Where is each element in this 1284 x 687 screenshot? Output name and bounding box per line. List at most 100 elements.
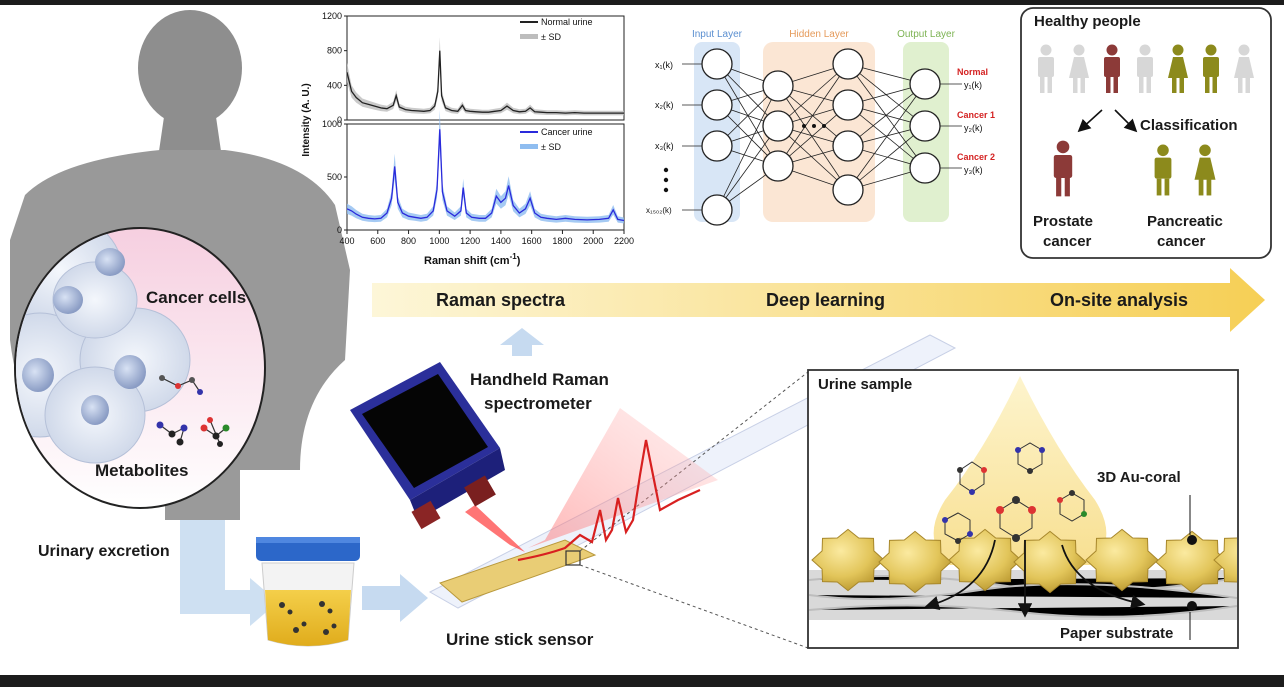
- neural-network-diagram: Input Layer Hidden Layer Output Layer x₁…: [646, 29, 995, 226]
- person-body: [1194, 157, 1216, 180]
- y-tick-label: 0: [337, 115, 342, 125]
- prostate-patient-icon: [1053, 140, 1073, 197]
- chart-bottom-frame: [346, 123, 625, 231]
- person-body: [1234, 57, 1254, 78]
- pancreatic-patient-icon: [1154, 144, 1172, 196]
- person-leg: [1205, 77, 1210, 93]
- person-leg: [1146, 77, 1151, 93]
- legend-cancer-sd-swatch: [520, 144, 538, 149]
- x-tick-label: 1800: [552, 236, 572, 246]
- au-coral-particle: [948, 528, 1022, 592]
- input-label-xn: x₁₅₀₂(k): [646, 206, 672, 215]
- person-leg: [1164, 178, 1170, 196]
- output-layer-title: Output Layer: [897, 29, 955, 40]
- legend-cancer-label: Cancer urine: [541, 127, 593, 137]
- urinary-excretion-label: Urinary excretion: [38, 543, 170, 560]
- cancer-cells-label: Cancer cells: [146, 288, 246, 307]
- hidden-ellipsis-dot: [802, 124, 806, 128]
- pancreatic-label-line2: cancer: [1157, 233, 1206, 250]
- person-body: [1168, 57, 1188, 78]
- x-tick-label: 1600: [522, 236, 542, 246]
- person-leg: [1047, 77, 1052, 93]
- person-body: [1053, 154, 1073, 178]
- x-tick-label: 1000: [429, 236, 449, 246]
- person-leg: [1113, 77, 1118, 93]
- person-leg: [1198, 178, 1204, 196]
- output-node: [909, 110, 941, 142]
- person-head: [1205, 44, 1217, 56]
- output-node: [909, 152, 941, 184]
- person-icon: [1137, 44, 1153, 93]
- nn-edge: [847, 125, 926, 191]
- person-icon: [1203, 44, 1219, 93]
- hidden-node: [832, 48, 864, 80]
- y-tick-label: 1200: [322, 11, 342, 21]
- input-label-x3: x₃(k): [655, 141, 674, 151]
- person-body: [1154, 157, 1172, 179]
- output-node: [909, 68, 941, 100]
- nn-edge: [777, 63, 849, 167]
- nn-edge: [716, 85, 779, 211]
- chart-xlabel: Raman shift (cm-1): [424, 252, 521, 267]
- healthy-people-title: Healthy people: [1034, 13, 1141, 30]
- y-tick-label: 400: [327, 80, 342, 90]
- person-leg: [1056, 177, 1062, 197]
- person-leg: [1040, 77, 1045, 93]
- person-body: [1104, 57, 1120, 77]
- classification-label: Classification: [1140, 117, 1238, 134]
- nn-edge: [847, 83, 926, 191]
- legend-normal-sd-swatch: [520, 34, 538, 39]
- y-tick-label: 800: [327, 46, 342, 56]
- hidden-ellipsis-dot: [812, 124, 816, 128]
- person-head: [1157, 144, 1169, 157]
- raman-signal-curve: [517, 439, 701, 562]
- person-head: [1106, 44, 1118, 56]
- output-label-y2: y₂(k): [964, 123, 983, 133]
- input-node: [701, 48, 733, 80]
- hidden-node: [832, 89, 864, 121]
- zoom-line-top: [579, 371, 809, 552]
- nn-edge: [777, 125, 849, 191]
- chart-top-frame: [346, 15, 625, 121]
- input-node: [701, 130, 733, 162]
- person-leg: [1245, 77, 1250, 93]
- cup-to-sensor-arrow: [362, 574, 428, 622]
- urine-stick-sensor-label: Urine stick sensor: [446, 630, 594, 649]
- input-label-x2: x₂(k): [655, 100, 674, 110]
- hidden-ellipsis-dot: [822, 124, 826, 128]
- pipeline-step-deep-learning: Deep learning: [766, 290, 885, 310]
- x-tick-label: 800: [401, 236, 416, 246]
- urine-sample-label: Urine sample: [818, 376, 912, 393]
- person-body: [1137, 57, 1153, 77]
- laser-beam: [465, 505, 525, 552]
- person-body: [1069, 57, 1089, 78]
- input-layer-title: Input Layer: [692, 29, 743, 40]
- person-head: [1172, 44, 1184, 56]
- output-class-cancer1: Cancer 1: [957, 110, 995, 120]
- person-leg: [1212, 77, 1217, 93]
- output-class-cancer2: Cancer 2: [957, 152, 995, 162]
- hidden-node: [832, 130, 864, 162]
- x-tick-label: 400: [339, 236, 354, 246]
- nn-edge: [847, 63, 926, 169]
- hidden-node: [832, 174, 864, 206]
- person-leg: [1073, 77, 1078, 93]
- cancer-cell-magnifier: [14, 227, 266, 509]
- person-head: [1073, 44, 1085, 56]
- x-tick-label: 600: [370, 236, 385, 246]
- person-head: [1139, 44, 1151, 56]
- person-leg: [1106, 77, 1111, 93]
- au-coral-particle: [1013, 530, 1087, 594]
- hidden-node: [762, 150, 794, 182]
- person-icon: [1038, 44, 1054, 93]
- nn-edge: [716, 63, 779, 167]
- person-leg: [1238, 77, 1243, 93]
- x-tick-label: 2200: [614, 236, 634, 246]
- input-label-x1: x₁(k): [655, 60, 673, 70]
- nn-edge: [716, 125, 779, 211]
- person-body: [1203, 57, 1219, 77]
- person-head: [1056, 140, 1070, 154]
- pancreatic-patient-icon: [1194, 144, 1216, 196]
